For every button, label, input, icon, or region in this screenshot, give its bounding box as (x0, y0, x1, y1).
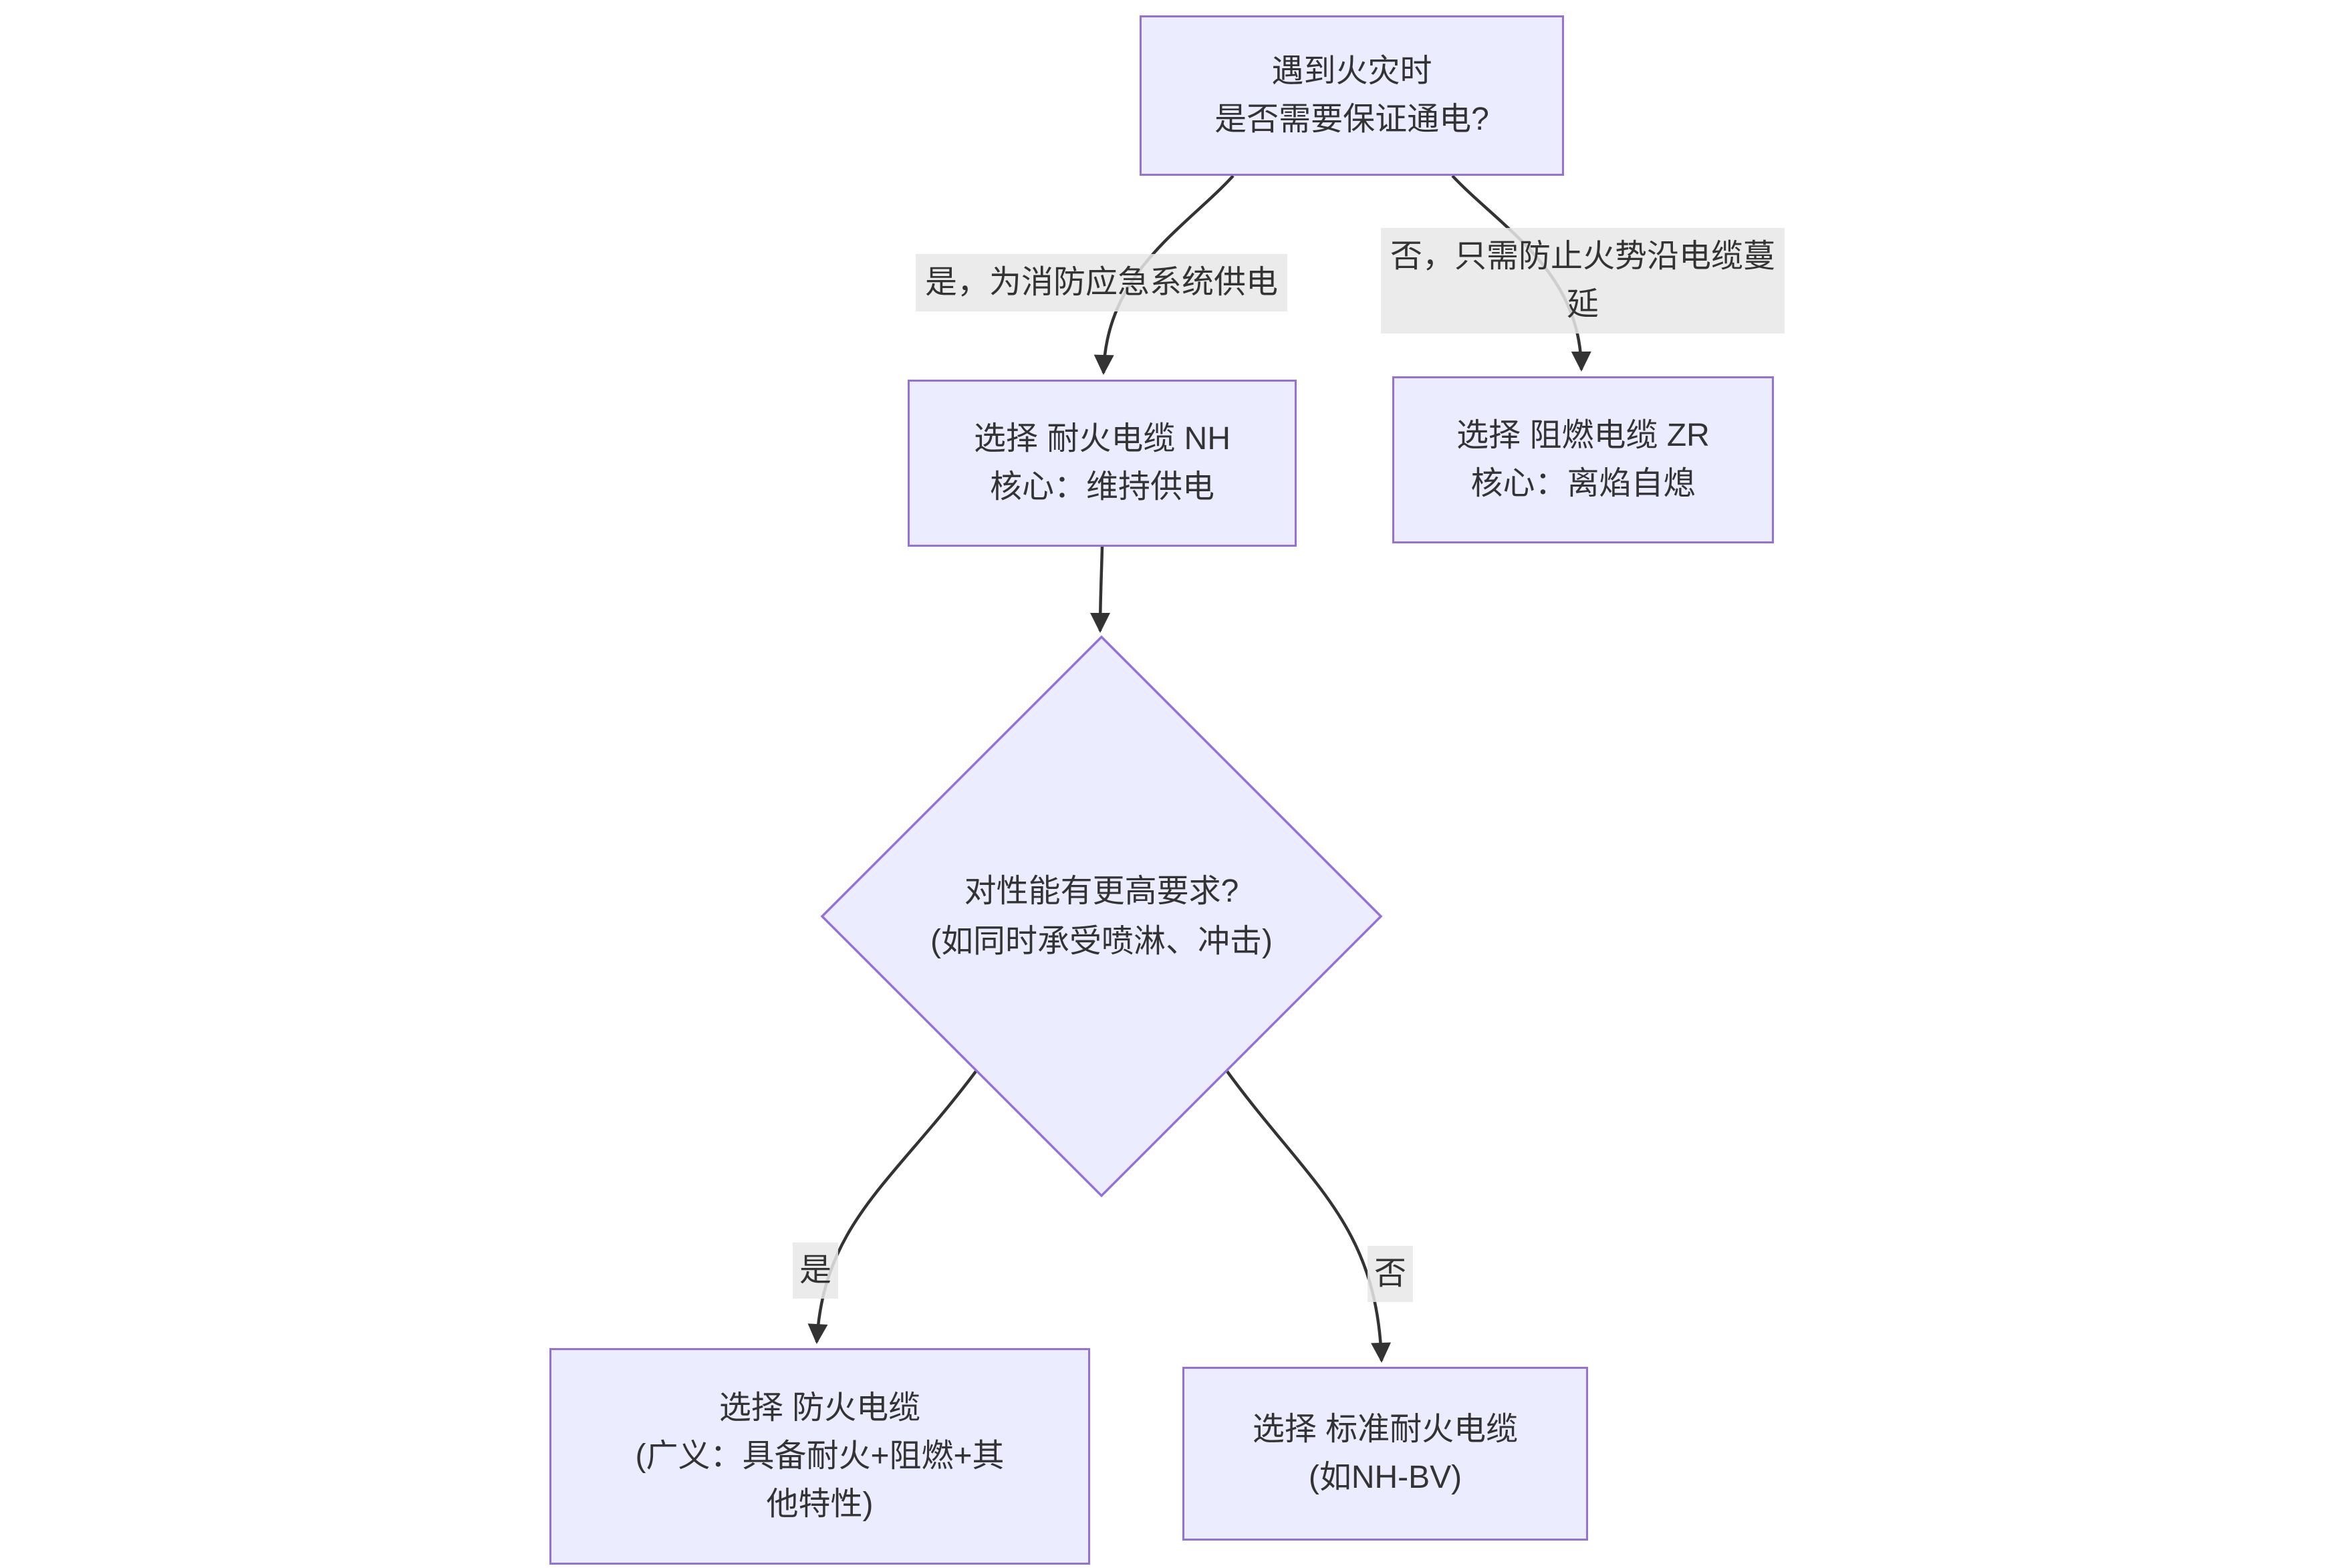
node-standard-fire-resistant-cable: 选择 标准耐火电缆 (如NH-BV) (1182, 1367, 1588, 1541)
node-decision-line2: (如同时承受喷淋、冲击) (930, 924, 1273, 959)
node-start-question: 遇到火灾时 是否需要保证通电? (1140, 15, 1564, 176)
edge-label-no: 否 (1367, 1246, 1414, 1302)
node-zr-line2: 核心：离焰自熄 (1470, 466, 1696, 501)
node-nh-line2: 核心：维持供电 (989, 469, 1214, 505)
node-fire-resistant-cable: 选择 耐火电缆 NH 核心：维持供电 (908, 380, 1297, 547)
edge-label-yes-text: 是 (799, 1253, 832, 1288)
node-zr-line1: 选择 阻燃电缆 ZR (1456, 418, 1710, 453)
edge-label-no-prevent-spread-line2: 延 (1566, 287, 1599, 322)
node-fireproof-line1: 选择 防火电缆 (719, 1390, 921, 1426)
edge-decision-to-standard (1226, 1070, 1392, 1363)
node-fireproof-line2: (广义：具备耐火+阻燃+其 (635, 1438, 1005, 1474)
node-decision-label: 对性能有更高要求? (如同时承受喷淋、冲击) (848, 866, 1355, 966)
edge-label-no-prevent-spread: 否，只需防止火势沿电缆蔓 延 (1380, 228, 1785, 334)
node-fireproof-line3: 他特性) (766, 1486, 874, 1522)
node-nh-line1: 选择 耐火电缆 NH (973, 421, 1230, 456)
node-fireproof-cable: 选择 防火电缆 (广义：具备耐火+阻燃+其 他特性) (549, 1348, 1090, 1565)
edge-label-no-text: 否 (1374, 1256, 1407, 1291)
edge-label-yes-supply-line1: 是，为消防应急系统供电 (924, 265, 1279, 300)
edge-label-yes-supply: 是，为消防应急系统供电 (915, 254, 1288, 311)
edge-label-yes: 是 (792, 1243, 839, 1299)
node-flame-retardant-cable: 选择 阻燃电缆 ZR 核心：离焰自熄 (1392, 376, 1774, 543)
node-start-line1: 遇到火灾时 (1271, 53, 1432, 89)
decision-diamond-shape (820, 635, 1383, 1198)
node-standard-line2: (如NH-BV) (1308, 1460, 1462, 1495)
edge-nh-to-decision (1090, 546, 1111, 633)
node-standard-line1: 选择 标准耐火电缆 (1252, 1412, 1519, 1447)
edge-decision-to-fireproof (807, 1070, 977, 1344)
node-decision-line1: 对性能有更高要求? (964, 874, 1239, 909)
node-start-line2: 是否需要保证通电? (1214, 102, 1489, 137)
edge-label-no-prevent-spread-line1: 否，只需防止火势沿电缆蔓 (1390, 239, 1776, 274)
